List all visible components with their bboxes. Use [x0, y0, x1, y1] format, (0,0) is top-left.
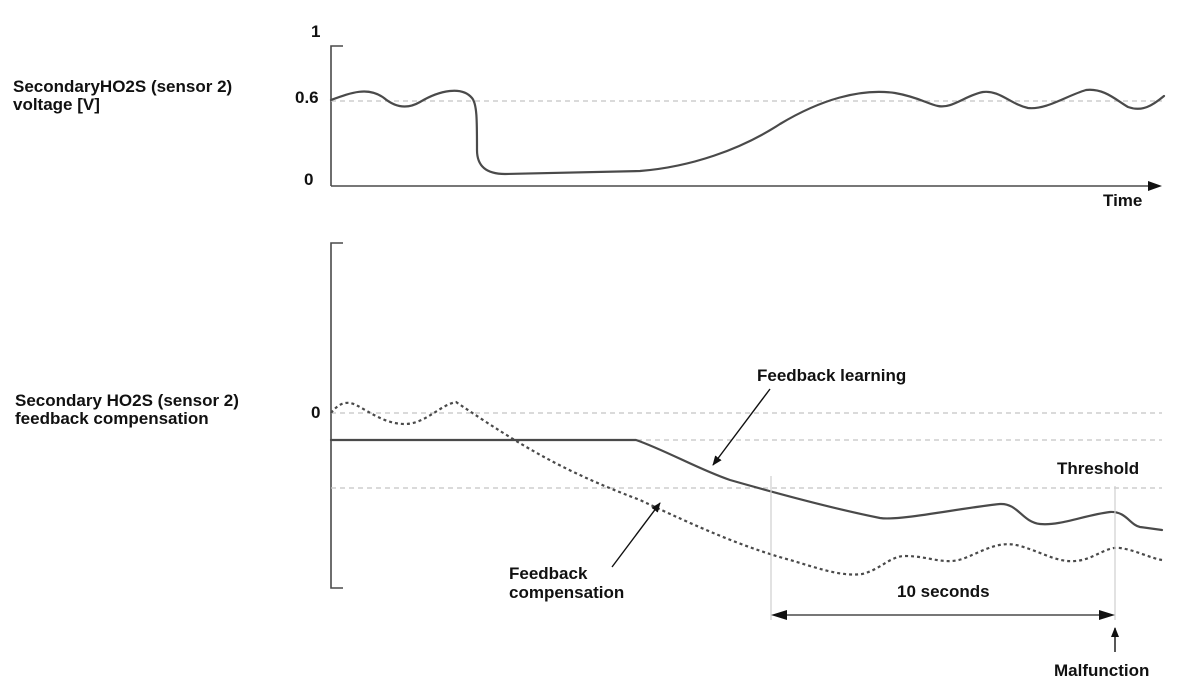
feedback-learning-curve: [329, 438, 1164, 532]
tick-label-0-top: 0: [304, 170, 313, 189]
duration-label: 10 seconds: [897, 582, 990, 601]
feedback-compensation-label-line1: Feedback: [509, 564, 588, 583]
feedback-compensation-label-line2: compensation: [509, 583, 624, 602]
voltage-graph: SecondaryHO2S (sensor 2) voltage [V] 1 0…: [13, 22, 1166, 210]
time-axis-arrowhead: [1148, 181, 1162, 191]
voltage-signal-curve: [329, 88, 1166, 176]
voltage-label-line1: SecondaryHO2S (sensor 2): [13, 77, 232, 96]
feedback-learning-label: Feedback learning: [757, 366, 906, 385]
compensation-label-line2: feedback compensation: [15, 409, 209, 428]
feedback-compensation-curve: [330, 400, 1163, 576]
time-axis-label: Time: [1103, 191, 1142, 210]
interval-arrowhead-right: [1099, 610, 1115, 620]
compensation-y-axis: [330, 242, 343, 589]
feedback-learning-pointer: [712, 388, 771, 466]
feedback-compensation-pointer: [611, 502, 661, 568]
tick-label-0-6: 0.6: [295, 88, 319, 107]
voltage-label-line2: voltage [V]: [13, 95, 100, 114]
interval-arrowhead-left: [771, 610, 787, 620]
compensation-graph: Secondary HO2S (sensor 2) feedback compe…: [15, 242, 1164, 680]
voltage-y-axis: [330, 45, 343, 186]
malfunction-label: Malfunction: [1054, 661, 1149, 680]
tick-label-1: 1: [311, 22, 320, 41]
compensation-label-line1: Secondary HO2S (sensor 2): [15, 391, 239, 410]
threshold-label: Threshold: [1057, 459, 1139, 478]
tick-label-0-bottom: 0: [311, 403, 320, 422]
